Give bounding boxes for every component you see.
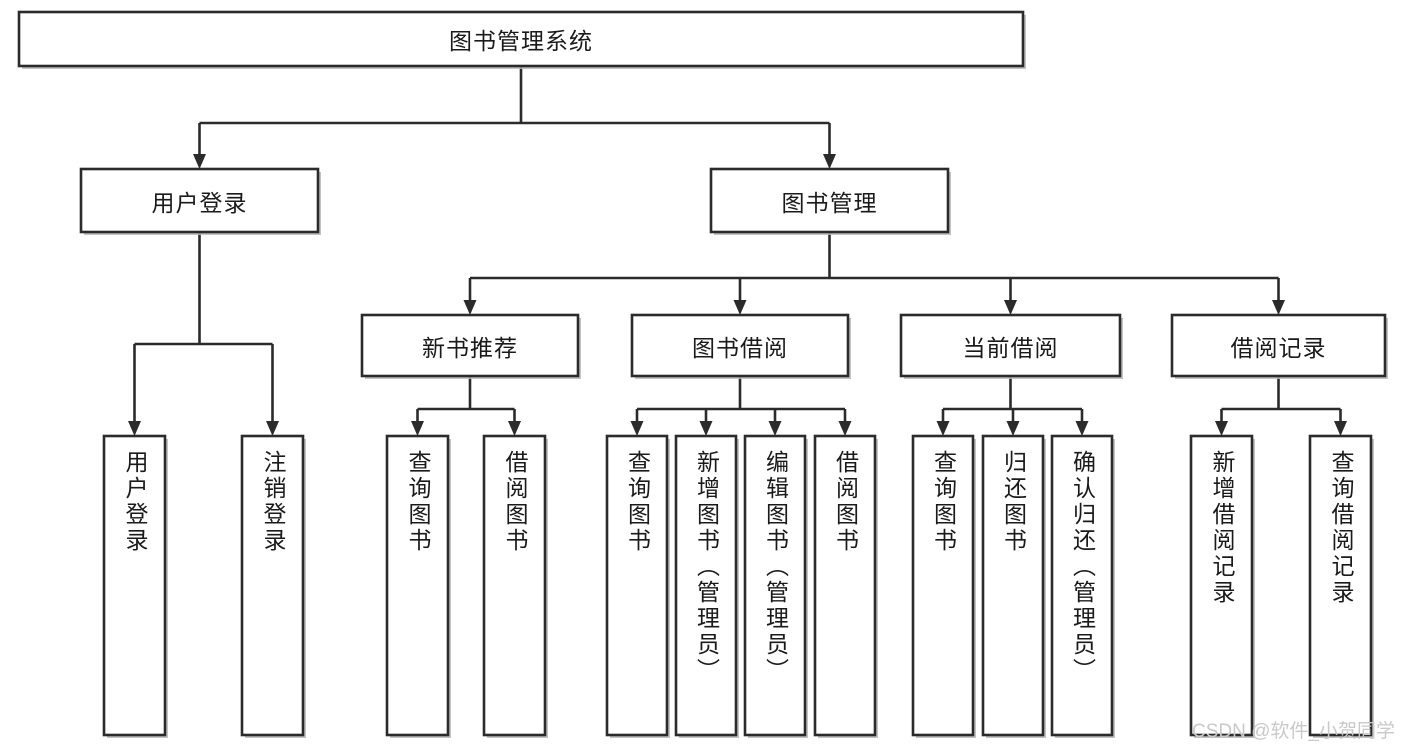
node-box-root[interactable] xyxy=(17,10,1025,68)
node-box-book-borrow[interactable] xyxy=(630,313,850,378)
arrow-head-icon xyxy=(1215,421,1228,436)
arrow-head-icon xyxy=(1272,300,1285,315)
node-box-leaf-add-borrow-record[interactable] xyxy=(1189,434,1254,737)
arrow-head-icon xyxy=(768,421,782,436)
arrow-head-icon xyxy=(630,421,644,436)
node-box-user-login[interactable] xyxy=(79,167,320,234)
node-box-book-manage[interactable] xyxy=(709,167,950,234)
node-box-leaf-query-book-cur[interactable] xyxy=(911,434,975,737)
node-box-leaf-confirm-return-admin[interactable] xyxy=(1050,434,1114,737)
node-box-leaf-query-borrow-record[interactable] xyxy=(1308,434,1373,737)
arrow-head-icon xyxy=(128,421,141,436)
node-box-leaf-user-logout[interactable] xyxy=(240,434,305,737)
node-box-leaf-query-book-bor[interactable] xyxy=(605,434,669,737)
arrow-head-icon xyxy=(463,300,477,315)
node-box-leaf-add-book-admin[interactable] xyxy=(674,434,738,737)
node-box-leaf-query-book-rec[interactable] xyxy=(385,434,450,737)
edge-layer xyxy=(128,66,1347,436)
arrow-head-icon xyxy=(266,421,279,436)
arrow-head-icon xyxy=(823,154,836,169)
arrow-head-icon xyxy=(699,421,713,436)
node-box-leaf-borrow-book-rec[interactable] xyxy=(482,434,547,737)
arrow-head-icon xyxy=(1006,421,1020,436)
arrow-head-icon xyxy=(1334,421,1347,436)
node-box-leaf-user-login[interactable] xyxy=(102,434,167,737)
node-box-leaf-return-book[interactable] xyxy=(981,434,1045,737)
arrow-head-icon xyxy=(411,421,424,436)
node-box-borrow-record[interactable] xyxy=(1170,313,1387,378)
node-layer xyxy=(17,10,1388,738)
arrow-head-icon xyxy=(1075,421,1089,436)
node-box-current-borrow[interactable] xyxy=(899,313,1122,378)
arrow-head-icon xyxy=(838,421,852,436)
node-box-leaf-edit-book-admin[interactable] xyxy=(743,434,807,737)
arrow-head-icon xyxy=(193,154,206,169)
node-box-new-book-rec[interactable] xyxy=(360,313,580,378)
arrow-head-icon xyxy=(508,421,521,436)
arrow-head-icon xyxy=(936,421,950,436)
node-box-leaf-borrow-book-bor[interactable] xyxy=(813,434,877,737)
arrow-head-icon xyxy=(733,300,747,315)
arrow-head-icon xyxy=(1004,300,1017,315)
